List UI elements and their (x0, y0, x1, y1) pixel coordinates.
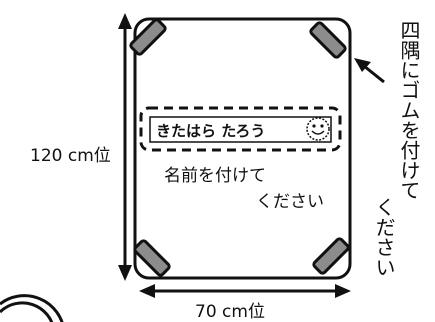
width-dimension-arrow (139, 284, 351, 298)
name-instruction-line1: 名前を付けて (164, 166, 266, 186)
rubber-note-line1: 四隅にゴムを付けて (397, 20, 421, 200)
height-label: 120 cm位 (30, 146, 111, 166)
corner-rubber-top-right (309, 21, 347, 59)
rubber-band-loop-illustration (0, 294, 64, 322)
name-instruction-line2: ください (256, 192, 324, 212)
name-tag-text: きたはら たろう (156, 122, 265, 140)
corner-pointer-arrow (354, 58, 385, 84)
smiley-face-icon (306, 117, 330, 141)
corner-rubber-bottom-right (312, 237, 350, 275)
corner-rubber-bottom-left (133, 239, 171, 277)
width-label: 70 cm位 (195, 302, 265, 322)
corner-rubber-top-left (129, 18, 167, 56)
rubber-note-line2: ください (372, 197, 396, 277)
height-dimension-arrow (118, 13, 132, 281)
name-tag-box (139, 106, 342, 152)
name-tag-inner-frame (149, 116, 332, 143)
